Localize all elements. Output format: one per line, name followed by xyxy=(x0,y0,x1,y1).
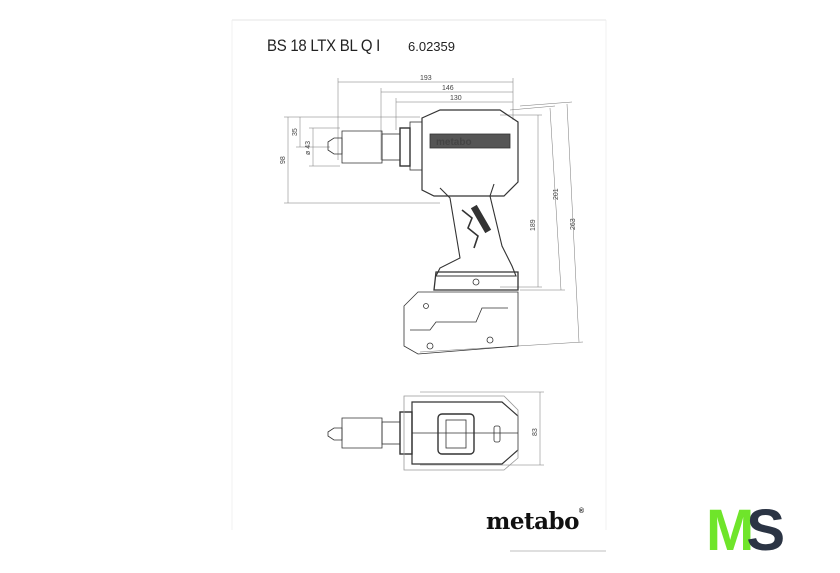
drill-top-view xyxy=(327,395,519,471)
dim-189: 189 xyxy=(530,219,537,231)
registered-mark: ® xyxy=(578,508,584,515)
model-title: BS 18 LTX BL Q I xyxy=(267,36,381,55)
dim-98: 98 xyxy=(280,156,287,164)
dim-35: 35 xyxy=(292,128,299,136)
logo-text: metabo xyxy=(486,508,579,535)
dim-146: 146 xyxy=(442,85,454,92)
dim-263: 263 xyxy=(570,218,577,230)
dim-193: 193 xyxy=(420,75,432,82)
dim-130: 130 xyxy=(450,95,462,102)
dim-43: ø 43 xyxy=(305,141,312,155)
dimension-lines xyxy=(284,78,584,466)
order-number: 6.02359 xyxy=(408,39,455,54)
svg-text:metabo: metabo xyxy=(436,137,472,148)
metabo-logo: metabo® xyxy=(486,508,584,535)
drill-side-view: metabo xyxy=(327,109,519,355)
dim-83: 83 xyxy=(532,428,539,436)
ms-watermark: MS xyxy=(706,498,785,563)
dim-201: 201 xyxy=(553,188,560,200)
